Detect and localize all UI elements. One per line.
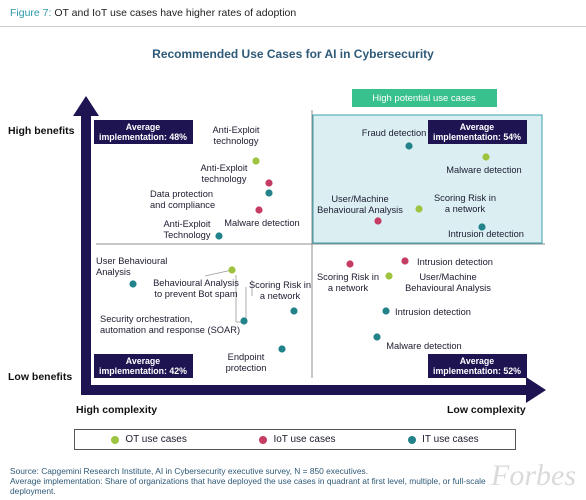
point-iot-5 <box>401 257 409 265</box>
point-it-9 <box>382 307 390 315</box>
svg-text:Average: Average <box>126 356 161 366</box>
legend-dot-it <box>408 435 417 444</box>
point-ot-5 <box>385 272 393 280</box>
legend-label-iot: IoT use cases <box>273 434 336 445</box>
label-iot-5: Intrusion detection <box>417 257 493 267</box>
avg-box-bottom-right: Average implementation: 52% <box>428 354 527 378</box>
label-it-10: Malware detection <box>386 341 461 351</box>
figure-label: Figure 7: <box>10 7 52 19</box>
point-iot-2 <box>255 206 263 214</box>
y-axis-arrowhead <box>73 96 99 116</box>
chart-title: Recommended Use Cases for AI in Cybersec… <box>152 47 434 61</box>
legend-label-ot: OT use cases <box>125 434 187 445</box>
svg-text:Average: Average <box>460 356 495 366</box>
avg-box-bottom-left: Average implementation: 42% <box>94 354 193 378</box>
point-iot-4 <box>346 260 354 268</box>
definition-note-line1: Average implementation: Share of organiz… <box>10 476 486 486</box>
avg-box-top-right: Average implementation: 54% <box>428 120 527 144</box>
legend-dot-ot <box>111 435 120 444</box>
point-it-3 <box>405 142 413 150</box>
svg-text:implementation: 42%: implementation: 42% <box>99 366 187 376</box>
legend-dot-iot <box>259 435 268 444</box>
x-axis-left-label: High complexity <box>76 404 157 416</box>
definition-note-line2: deployment. <box>10 486 56 496</box>
svg-text:implementation: 54%: implementation: 54% <box>433 132 521 142</box>
source-note: Source: Capgemini Research Institute, AI… <box>10 466 369 476</box>
point-it-7 <box>240 317 248 325</box>
figure-title-text: OT and IoT use cases have higher rates o… <box>54 7 297 19</box>
label-iot-2: Malware detection <box>224 218 299 228</box>
x-axis-arrowhead <box>526 377 546 403</box>
point-it-4 <box>478 223 486 231</box>
svg-text:Average: Average <box>460 122 495 132</box>
label-ot-2: Malware detection <box>446 165 521 175</box>
legend-label-it: IT use cases <box>422 434 479 445</box>
svg-text:implementation: 52%: implementation: 52% <box>433 366 521 376</box>
figure-title: Figure 7: OT and IoT use cases have high… <box>10 7 296 19</box>
point-it-2 <box>215 232 223 240</box>
legend-item-ot: OT use cases <box>111 434 187 445</box>
title-divider <box>0 26 586 27</box>
footer: Source: Capgemini Research Institute, AI… <box>10 466 580 496</box>
label-it-9: Intrusion detection <box>395 307 471 317</box>
watermark: Forbes <box>491 459 576 492</box>
label-it-7: Security orchestration,automation and re… <box>100 314 240 335</box>
high-potential-banner <box>352 89 497 107</box>
data-points <box>129 142 490 353</box>
point-ot-1 <box>252 157 260 165</box>
svg-text:implementation: 48%: implementation: 48% <box>99 132 187 142</box>
point-iot-1 <box>265 179 273 187</box>
point-it-6 <box>290 307 298 315</box>
high-potential-banner-label: High potential use cases <box>372 93 476 104</box>
label-it-3: Fraud detection <box>362 128 427 138</box>
svg-text:Average: Average <box>126 122 161 132</box>
point-it-5 <box>129 280 137 288</box>
point-iot-3 <box>374 217 382 225</box>
point-ot-4 <box>228 266 236 274</box>
point-it-1 <box>265 189 273 197</box>
y-axis-bottom-label: Low benefits <box>8 371 72 383</box>
legend-item-it: IT use cases <box>408 434 479 445</box>
point-it-8 <box>278 345 286 353</box>
legend: OT use cases IoT use cases IT use cases <box>74 429 516 450</box>
label-it-4: Intrusion detection <box>448 229 524 239</box>
point-ot-3 <box>415 205 423 213</box>
y-axis-top-label: High benefits <box>8 125 75 137</box>
x-axis-right-label: Low complexity <box>447 404 526 416</box>
point-ot-2 <box>482 153 490 161</box>
avg-box-top-left: Average implementation: 48% <box>94 120 193 144</box>
point-it-10 <box>373 333 381 341</box>
legend-item-iot: IoT use cases <box>259 434 336 445</box>
